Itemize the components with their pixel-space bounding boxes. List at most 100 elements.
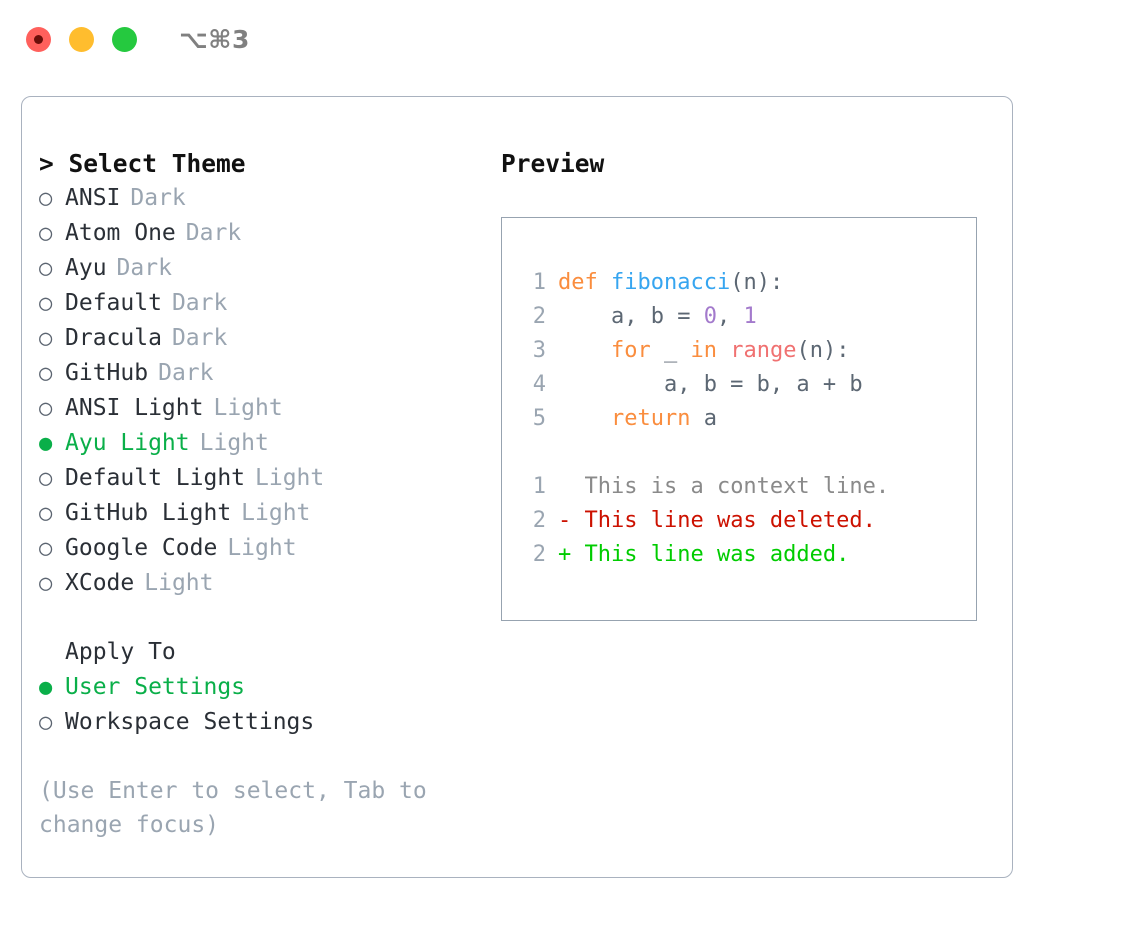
minimize-button[interactable] (69, 26, 94, 52)
code-token-plain: a, b = (558, 304, 704, 329)
theme-option-variant: Dark (171, 290, 228, 316)
theme-option-label: Ayu (65, 255, 107, 281)
code-token-plain (558, 402, 611, 436)
theme-option-label: Default (65, 290, 162, 316)
theme-option-label: Dracula (65, 325, 162, 351)
diff-sign: - (558, 508, 572, 533)
theme-option-variant: Dark (185, 220, 242, 246)
theme-option-label: ANSI (65, 185, 121, 211)
code-line: 4 a, b = b, a + b (518, 368, 976, 402)
preview-heading: Preview (501, 149, 605, 178)
code-token-plain: , (716, 304, 744, 329)
theme-option-variant: Light (241, 500, 311, 526)
radio-unselected-icon: ○ (39, 571, 53, 596)
code-token-kw: def (558, 270, 611, 295)
radio-unselected-icon: ○ (39, 536, 53, 561)
theme-option-variant: Dark (130, 185, 186, 211)
code-token-kw: for (610, 338, 651, 363)
theme-option-ansi[interactable]: ○ ANSI Dark (39, 181, 479, 216)
radio-unselected-icon: ○ (39, 256, 53, 281)
radio-unselected-icon: ○ (39, 186, 53, 211)
theme-option-variant: Dark (158, 360, 214, 386)
window-controls (26, 26, 137, 52)
diff-line-number: 2 (532, 508, 546, 533)
apply-to-option-label: Workspace Settings (65, 709, 315, 735)
select-theme-heading: > Select Theme (39, 149, 246, 178)
code-token-num: 0 (703, 304, 717, 329)
theme-option-variant: Light (255, 465, 325, 491)
diff-sign: + (558, 542, 572, 567)
apply-to-heading-marker (39, 636, 65, 670)
code-line-number: 5 (532, 406, 546, 431)
radio-unselected-icon: ○ (39, 361, 53, 386)
diff-line-add: 2+ This line was added. (518, 538, 976, 572)
radio-unselected-icon: ○ (39, 710, 53, 735)
theme-option-github[interactable]: ○ GitHub Dark (39, 356, 479, 391)
theme-option-variant: Light (227, 535, 297, 561)
theme-option-xcode[interactable]: ○ XCode Light (39, 566, 479, 601)
close-button[interactable] (26, 26, 51, 52)
apply-to-option-user-settings[interactable]: ●User Settings (39, 670, 479, 705)
code-token-kw: return (610, 406, 691, 431)
code-token-punct: (n): (730, 270, 784, 295)
code-line: 5 return a (518, 402, 976, 436)
apply-to-heading-label: Apply To (65, 639, 176, 665)
recording-indicator-dot (34, 34, 43, 44)
theme-option-default-light[interactable]: ○ Default Light Light (39, 461, 479, 496)
theme-option-variant: Light (213, 395, 283, 421)
code-line: 2 a, b = 0, 1 (518, 300, 976, 334)
radio-unselected-icon: ○ (39, 501, 53, 526)
diff-line-del: 2- This line was deleted. (518, 504, 976, 538)
diff-text: This is a context line. (571, 474, 890, 499)
code-line-number: 1 (532, 270, 546, 295)
theme-option-label: ANSI Light (65, 395, 204, 421)
theme-option-label: GitHub (65, 360, 149, 386)
code-token-plain (558, 334, 611, 368)
apply-to-option-workspace-settings[interactable]: ○ Workspace Settings (39, 705, 479, 740)
shortcut-label: ⌥⌘3 (179, 24, 250, 54)
theme-option-variant: Dark (116, 255, 172, 281)
code-token-punct: (n): (796, 338, 850, 363)
list-spacer (39, 601, 479, 635)
theme-option-label: XCode (65, 570, 135, 596)
radio-selected-icon: ● (39, 675, 53, 700)
code-token-plain (717, 334, 730, 368)
radio-unselected-icon: ○ (39, 221, 53, 246)
code-line-number: 4 (532, 372, 546, 397)
keyboard-hint: (Use Enter to select, Tab to change focu… (39, 778, 427, 838)
code-token-plain: a (690, 406, 717, 431)
code-line-number: 2 (532, 304, 546, 329)
code-token-builtin: range (730, 338, 797, 363)
code-token-fn: fibonacci (610, 270, 731, 295)
apply-to-heading-row: Apply To (39, 635, 479, 670)
apply-to-list: ●User Settings ○ Workspace Settings (39, 670, 479, 740)
code-token-kw: in (690, 338, 717, 363)
code-token-num: 1 (743, 304, 757, 329)
radio-unselected-icon: ○ (39, 466, 53, 491)
theme-option-label: Default Light (65, 465, 246, 491)
title-bar: ⌥⌘3 (0, 0, 1140, 78)
diff-line-number: 1 (532, 474, 546, 499)
diff-line-number: 2 (532, 542, 546, 567)
theme-option-ayu[interactable]: ○ Ayu Dark (39, 251, 479, 286)
diff-text: This line was deleted. (571, 508, 876, 533)
code-token-plain: a, b = b, a + b (558, 372, 863, 397)
diff-line-ctx: 1 This is a context line. (518, 470, 976, 504)
diff-sample: 1 This is a context line.2- This line wa… (518, 470, 976, 572)
theme-option-variant: Light (144, 570, 214, 596)
radio-unselected-icon: ○ (39, 326, 53, 351)
maximize-button[interactable] (112, 26, 137, 52)
code-line: 1 def fibonacci(n): (518, 266, 976, 300)
